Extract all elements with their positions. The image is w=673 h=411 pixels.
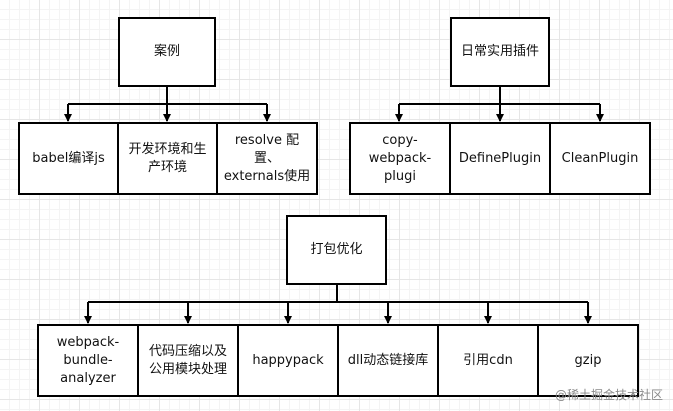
node-webpack-bundle-analyzer: webpack- bundle- analyzer bbox=[37, 324, 139, 397]
node-code-compression: 代码压缩以及 公用模块处理 bbox=[137, 324, 239, 397]
node-daily-plugins: 日常实用插件 bbox=[450, 17, 550, 87]
watermark: @稀土掘金技术社区 bbox=[554, 388, 663, 402]
node-case-examples: 案例 bbox=[118, 17, 216, 87]
node-bundle-optimization: 打包优化 bbox=[286, 215, 387, 285]
node-copy-webpack-plugin: copy- webpack- plugi bbox=[349, 122, 451, 195]
node-happypack: happypack bbox=[237, 324, 339, 397]
node-define-plugin: DefinePlugin bbox=[449, 122, 551, 195]
node-babel-compile-js: babel编译js bbox=[18, 122, 119, 195]
group-3-connectors bbox=[84, 284, 592, 324]
group-1-connectors bbox=[64, 86, 271, 122]
node-dll-library: dll动态链接库 bbox=[337, 324, 439, 397]
node-dev-and-prod-env: 开发环境和生 产环境 bbox=[117, 122, 218, 195]
node-gzip: gzip bbox=[537, 324, 639, 397]
node-use-cdn: 引用cdn bbox=[437, 324, 539, 397]
node-clean-plugin: CleanPlugin bbox=[549, 122, 651, 195]
node-resolve-externals: resolve 配置、 externals使用 bbox=[216, 122, 318, 195]
group-2-connectors bbox=[395, 86, 604, 122]
